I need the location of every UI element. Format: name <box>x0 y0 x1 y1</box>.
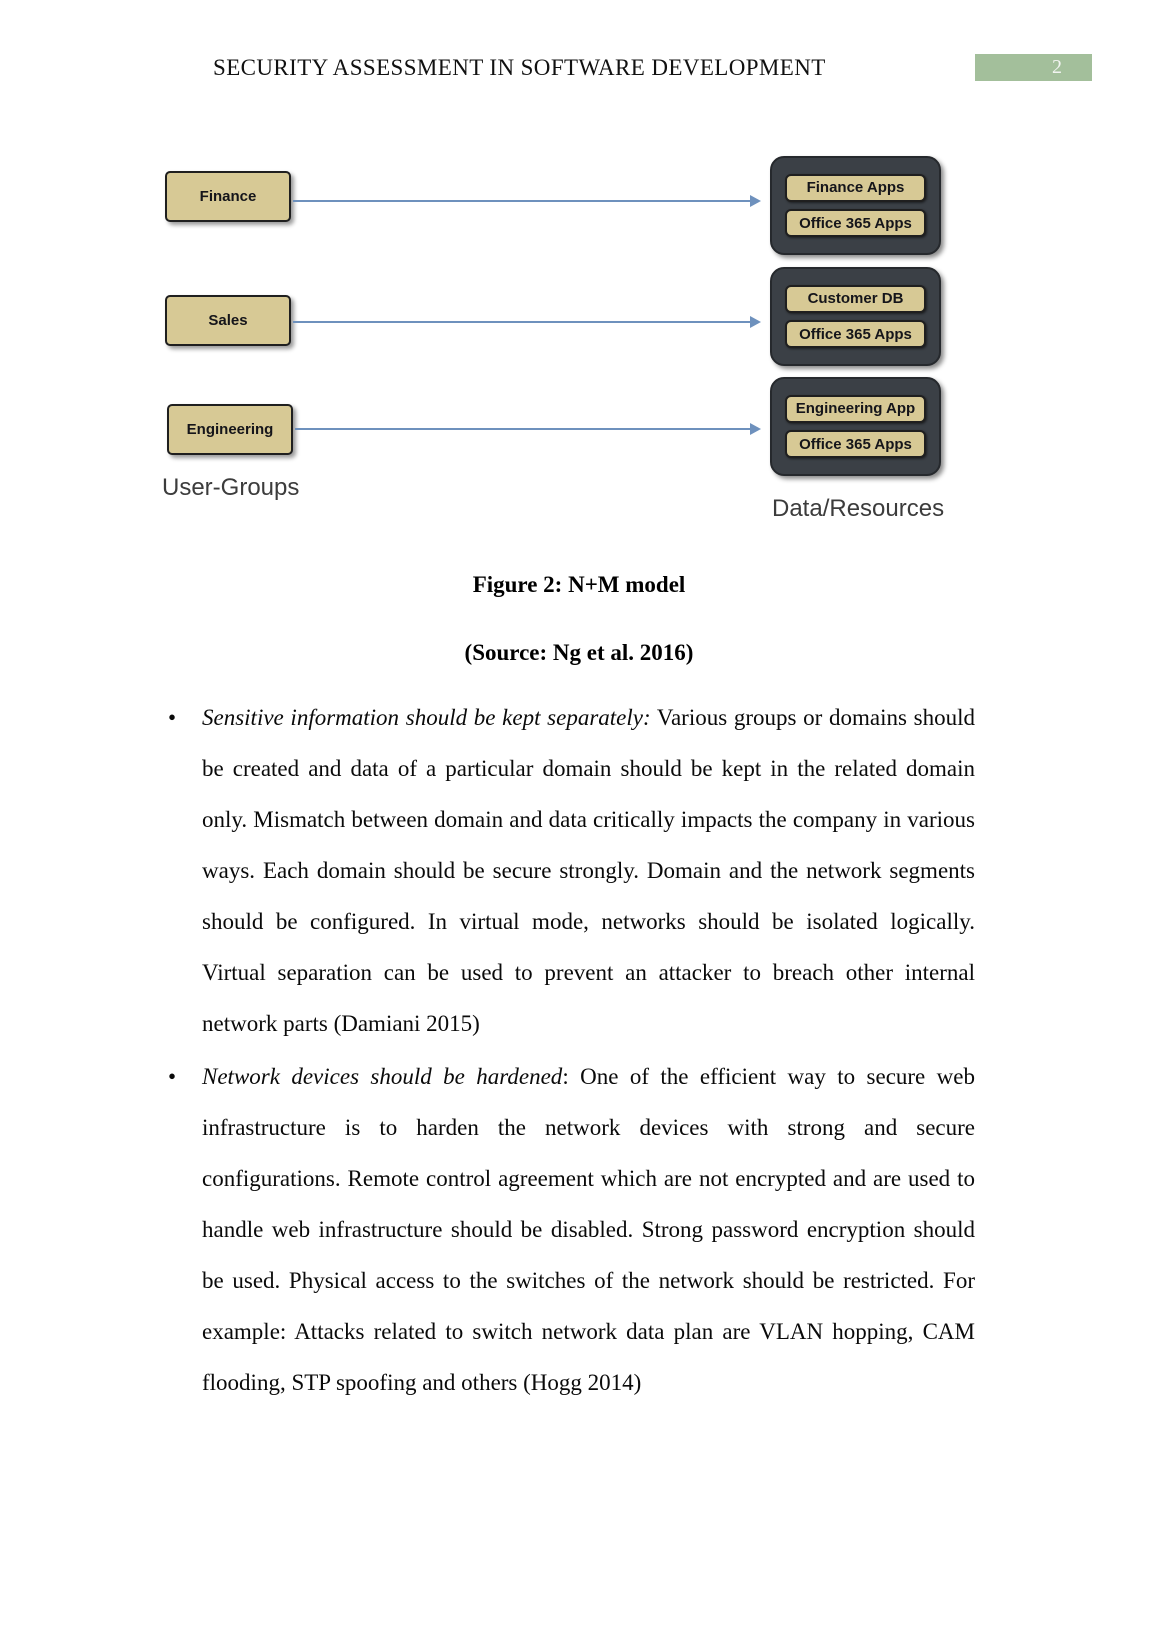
resource-box: Office 365 Apps <box>785 430 926 459</box>
resource-box: Office 365 Apps <box>785 209 926 238</box>
arrow-finance-to-resources <box>293 195 761 207</box>
page-number-badge: 2 <box>975 54 1092 81</box>
user-group-label: Engineering <box>186 421 274 438</box>
figure-diagram: Finance Sales Engineering Finance Apps O… <box>0 0 1158 540</box>
arrow-sales-to-resources <box>293 316 761 328</box>
bullet-list: • Sensitive information should be kept se… <box>160 692 975 1410</box>
header-title: SECURITY ASSESSMENT IN SOFTWARE DEVELOPM… <box>213 55 826 80</box>
bullet-item: • Sensitive information should be kept se… <box>160 692 975 1049</box>
bullet-marker-icon: • <box>168 1064 177 1089</box>
resource-group-finance: Finance Apps Office 365 Apps <box>770 156 941 255</box>
resource-group-sales: Customer DB Office 365 Apps <box>770 267 941 366</box>
figure-caption: Figure 2: N+M model <box>472 572 686 597</box>
bullet-marker-icon: • <box>168 705 177 730</box>
resource-group-engineering: Engineering App Office 365 Apps <box>770 377 941 476</box>
figure-source: (Source: Ng et al. 2016) <box>464 640 694 665</box>
data-resources-label: Data/Resources <box>772 495 945 522</box>
user-groups-label: User-Groups <box>162 474 300 501</box>
arrow-engineering-to-resources <box>295 423 761 435</box>
bullet-item: • Network devices should be hardened: One… <box>160 1051 975 1408</box>
user-group-box-sales: Sales <box>165 295 291 346</box>
bullet-text: : One of the efficient way to secure web… <box>202 1064 975 1395</box>
user-group-label: Sales <box>208 312 248 329</box>
resource-box: Finance Apps <box>785 173 926 202</box>
user-group-label: Finance <box>199 188 257 205</box>
bullet-text: Various groups or domains should be crea… <box>202 705 975 1036</box>
bullet-lead: Network devices should be hardened <box>202 1064 563 1089</box>
user-group-box-engineering: Engineering <box>167 404 293 455</box>
resource-box: Office 365 Apps <box>785 320 926 349</box>
resource-box: Customer DB <box>785 284 926 313</box>
user-group-box-finance: Finance <box>165 171 291 222</box>
resource-box: Engineering App <box>785 394 926 423</box>
bullet-lead: Sensitive information should be kept sep… <box>202 705 651 730</box>
